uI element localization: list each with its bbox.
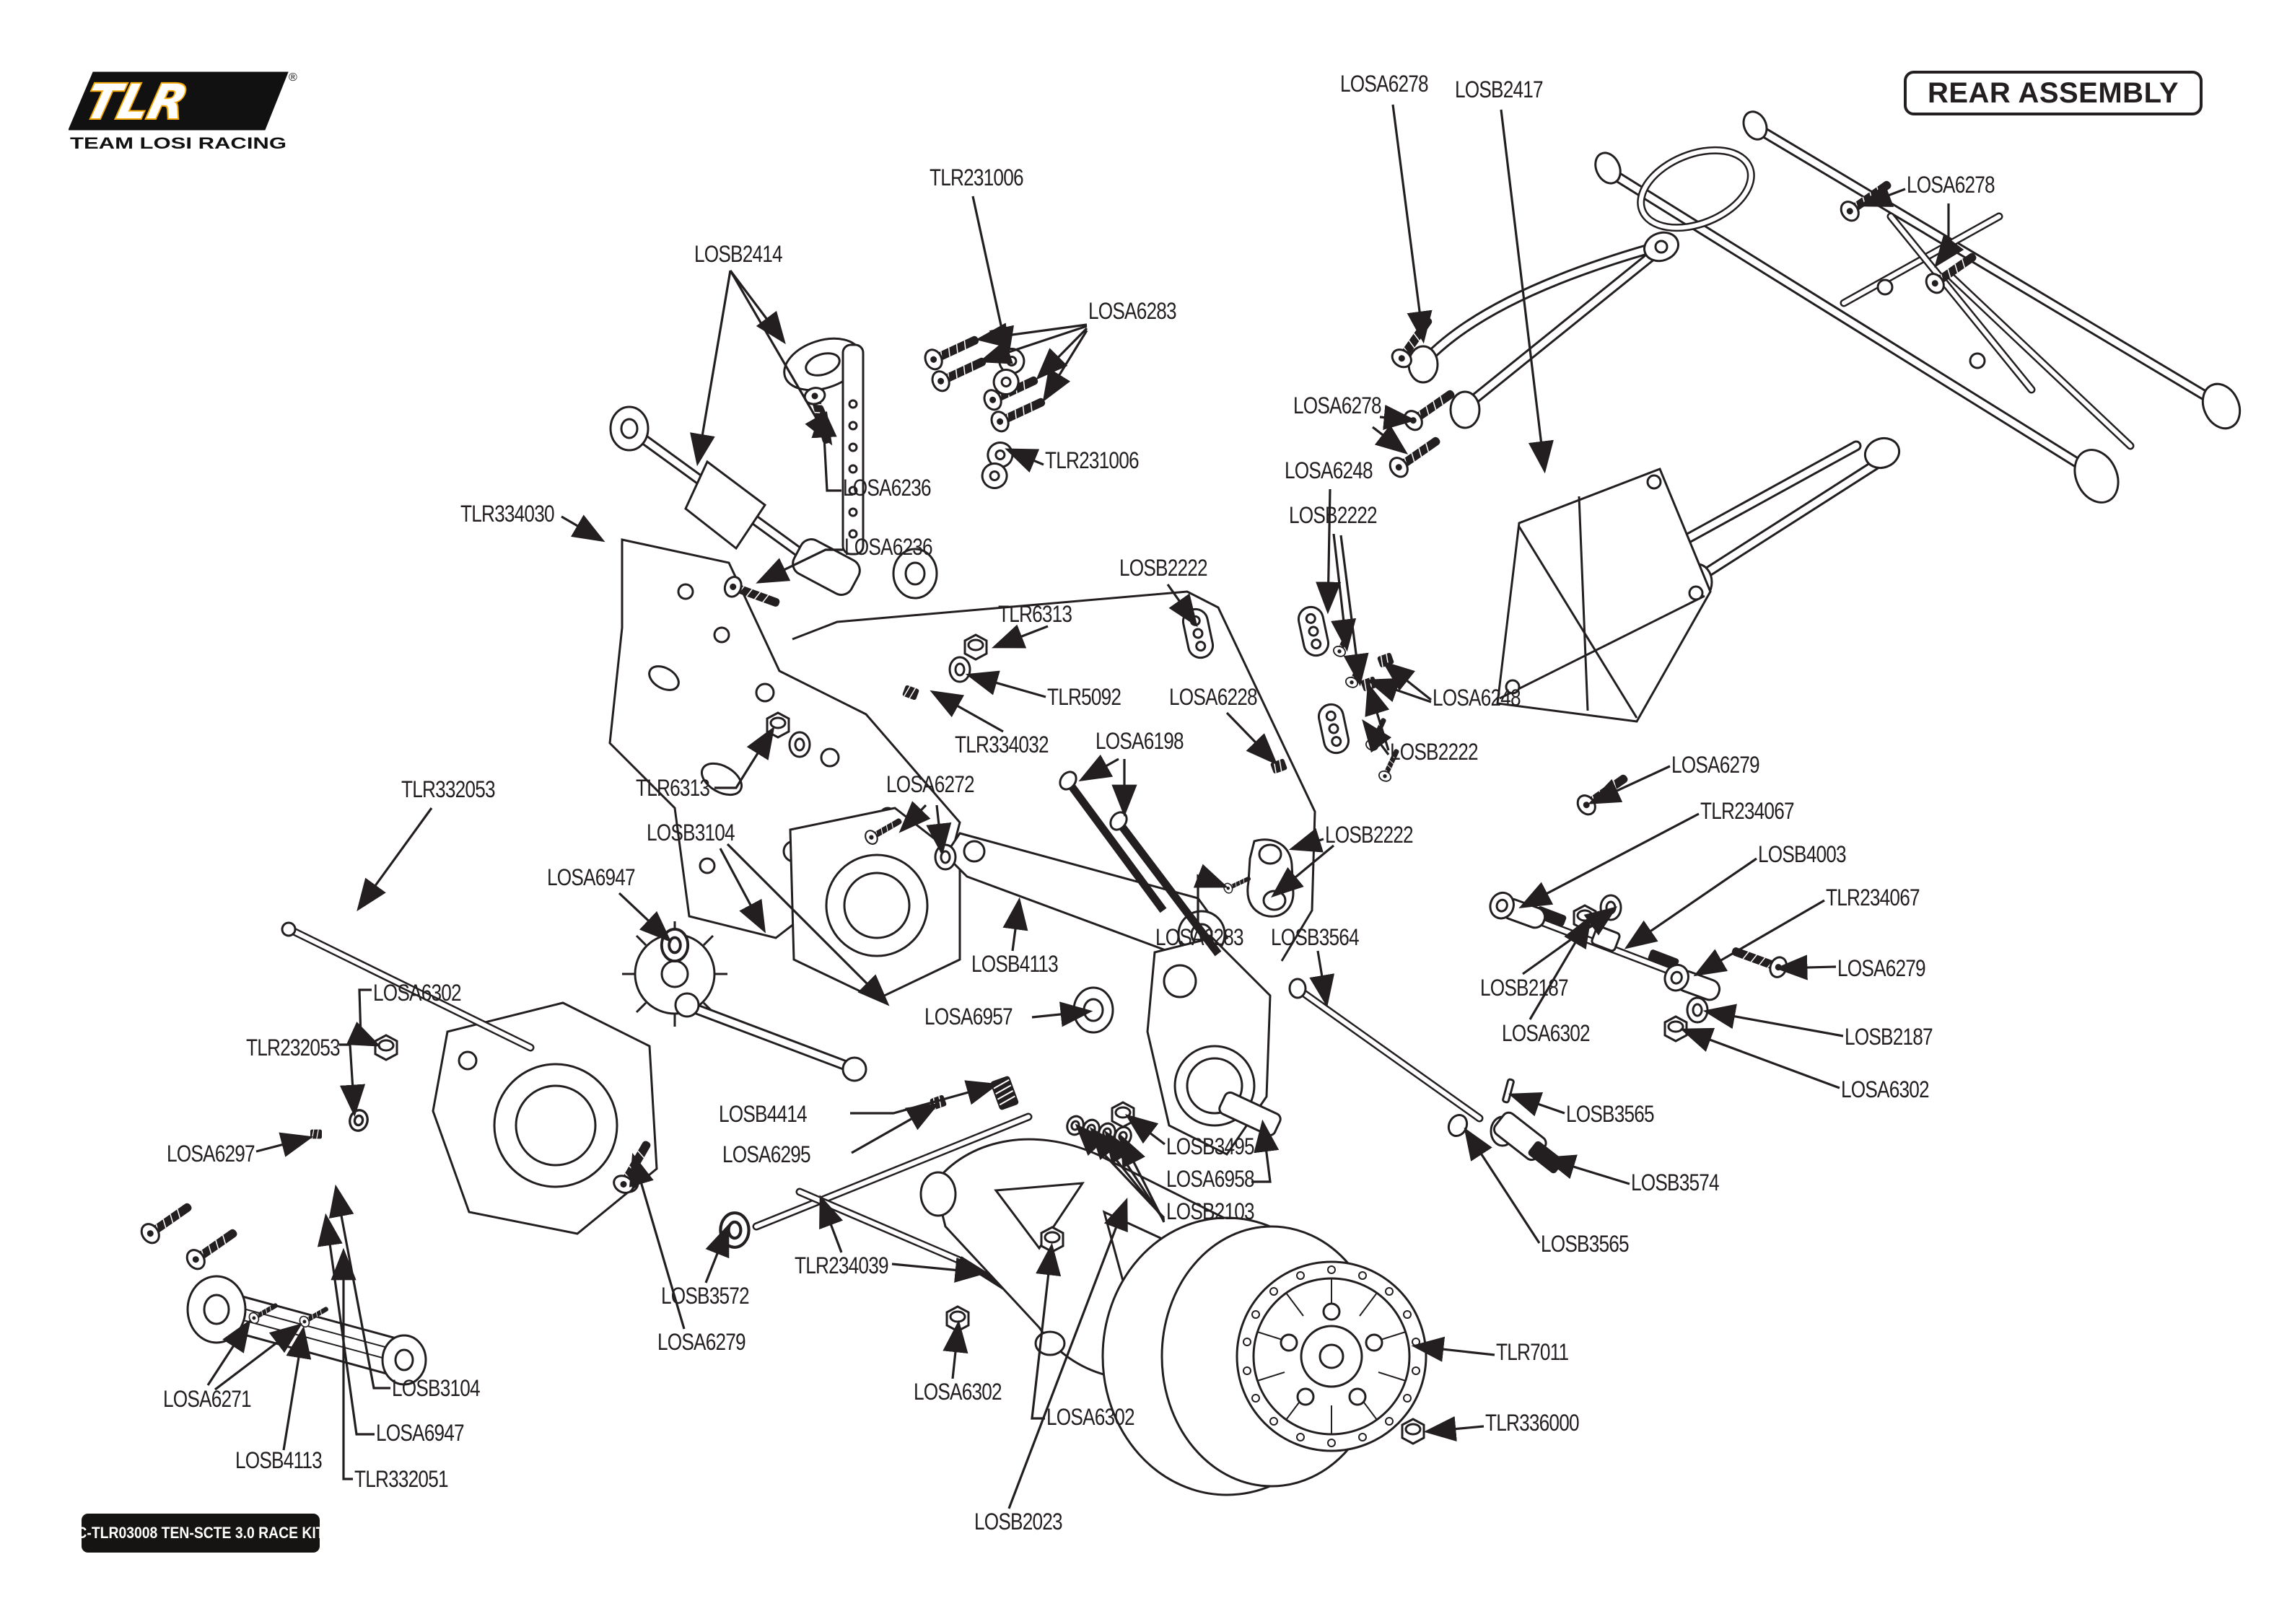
leader-line (618, 892, 672, 943)
leader-line (561, 514, 605, 543)
leader-line (1078, 754, 1119, 782)
leader-line (339, 1043, 366, 1118)
leader-line (891, 1257, 988, 1283)
leader-line (1529, 915, 1592, 1020)
kit-badge: C-TLR03008 TEN-SCTE 3.0 RACE KIT (76, 1514, 325, 1553)
diff-spring-drawing (990, 1076, 1019, 1110)
leader-line (1031, 1242, 1062, 1420)
leader-line (714, 726, 775, 789)
leader-line (704, 1224, 730, 1283)
leader-line (930, 690, 1004, 733)
sway-bar-drawing (792, 590, 1316, 962)
leader-line (1225, 711, 1278, 765)
leader-line (811, 405, 841, 492)
leader-line (317, 1213, 375, 1436)
leader-line (629, 1152, 686, 1330)
rear-cage-frame-drawing (1594, 110, 2242, 504)
leader-line (971, 196, 1015, 360)
leader-line (1005, 448, 1044, 473)
leader-line (1288, 828, 1324, 853)
leader-line (331, 1247, 357, 1480)
leader-line (255, 1132, 314, 1157)
long-screws-drawing (1059, 771, 1222, 957)
leader-line (1042, 330, 1088, 403)
leader-line (1702, 1004, 1844, 1037)
leader-line (926, 804, 952, 856)
page-title: REAR ASSEMBLY (1927, 76, 2179, 109)
leader-lines (206, 104, 1964, 1509)
leader-line (726, 843, 890, 1006)
top-link-assembly-drawing (609, 337, 938, 600)
leader-line (1518, 812, 1700, 908)
leader-line (206, 1319, 251, 1386)
leader-line (1104, 1130, 1166, 1221)
leader-line (1379, 404, 1417, 431)
leader-line (1251, 1119, 1280, 1183)
turnbuckle-drawing (1526, 906, 1686, 980)
tlr-logo-text: TLR (80, 74, 193, 130)
leader-line (1372, 424, 1409, 455)
leader-line (1031, 1001, 1093, 1027)
leader-line (1500, 109, 1554, 474)
leader-line (1423, 1415, 1484, 1442)
leader-line (357, 807, 433, 912)
leader-line (943, 1320, 968, 1379)
leader-line (719, 848, 766, 934)
pivot-brace-drawing (944, 832, 1229, 961)
leader-line (1381, 661, 1432, 701)
leader-line (1934, 203, 1964, 268)
leader-line (1166, 584, 1198, 628)
leader-line (1119, 1133, 1166, 1223)
leader-line (214, 1323, 303, 1391)
leader-line (1124, 1114, 1166, 1146)
leader-line (898, 801, 931, 833)
rear-bulkhead-drawing (1496, 468, 1712, 723)
page-title-box: REAR ASSEMBLY (1904, 71, 2203, 115)
leader-line (1391, 104, 1433, 344)
leader-line (1508, 1092, 1565, 1117)
registered-mark: ® (289, 71, 297, 84)
leader-line (975, 322, 1088, 348)
leader-line (1693, 899, 1825, 977)
leader-line (1339, 535, 1369, 687)
tlr-logo: TLR ® TEAM LOSI RACING (69, 71, 297, 152)
leader-line (1007, 1198, 1128, 1509)
upper-arm-drawing (1407, 231, 1679, 429)
kit-badge-label: C-TLR03008 TEN-SCTE 3.0 RACE KIT (76, 1524, 325, 1542)
tlr-logo-subtitle: TEAM LOSI RACING (70, 134, 287, 152)
leader-line (1309, 950, 1335, 1008)
driveshaft-drawing (1288, 978, 1564, 1174)
left-brace-arm-drawing (186, 1275, 427, 1386)
leader-line (1859, 183, 1906, 207)
gearbox-drawing (432, 807, 961, 1235)
leader-line (1362, 719, 1392, 755)
leader-line (282, 1325, 312, 1451)
leader-line (1464, 1127, 1541, 1244)
leader-line (1193, 864, 1228, 924)
leader-line (992, 624, 1049, 649)
leader-line (1331, 533, 1357, 652)
leader-line (1624, 857, 1757, 949)
leader-line (1002, 897, 1028, 952)
leader-line (690, 270, 732, 467)
leader-line (965, 670, 1046, 698)
leader-line (1542, 1154, 1630, 1185)
leader-line (756, 548, 843, 584)
leader-line (850, 1080, 1000, 1115)
leader-line (1411, 1336, 1495, 1362)
wheel-drawing (1101, 1216, 1427, 1496)
leader-line (1316, 488, 1342, 615)
leader-line (729, 270, 786, 345)
leader-line (1588, 765, 1671, 804)
leader-line (819, 1195, 844, 1253)
leader-line (1680, 1027, 1840, 1089)
leader-line (1271, 844, 1335, 898)
leader-line (851, 1102, 940, 1154)
leader-line (346, 988, 381, 1047)
leader-line (978, 325, 1088, 364)
leader-line (1775, 954, 1837, 980)
